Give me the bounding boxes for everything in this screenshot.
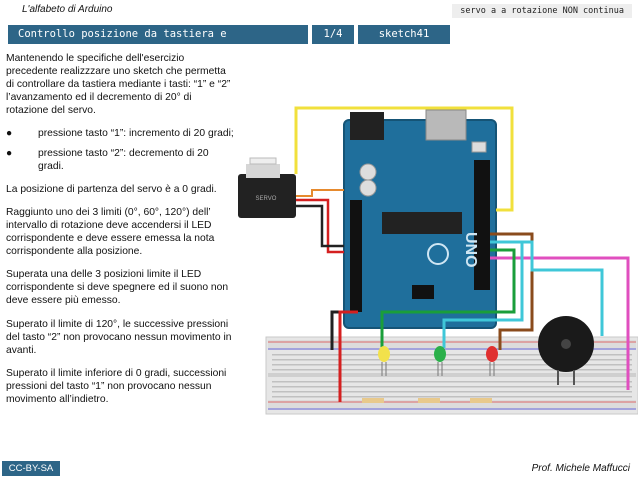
bullet-icon: ● [6, 128, 13, 140]
capacitor [359, 179, 377, 197]
bullet-item: ● pressione tasto “2”: decremento di 20 g… [6, 147, 234, 173]
wire-cyan [442, 240, 524, 348]
bullet-list: ● pressione tasto “1”: incremento di 20 g… [6, 127, 234, 172]
bullet-icon: ● [6, 147, 13, 159]
analog-header [350, 200, 362, 312]
wire-cyan-right [522, 240, 604, 336]
icsp-header [412, 285, 434, 299]
wire-5v-red [338, 310, 358, 402]
reset-button [471, 141, 487, 153]
servo-arm [249, 157, 277, 165]
intro-paragraph: Mantenendo le specifiche dell'esercizio … [6, 53, 231, 117]
servo-label: SERVO [256, 196, 277, 202]
resistor [418, 398, 440, 403]
digital-header [474, 160, 490, 290]
breadboard-holes [272, 354, 632, 398]
sketch-name: sketch41 [358, 25, 450, 44]
led-green [434, 346, 446, 362]
circuit-diagram: UNO SERVO [238, 106, 638, 415]
page-number: 1/4 [312, 25, 354, 44]
paragraph-lower-limit: Superato il limite inferiore di 0 gradi,… [6, 367, 227, 405]
wire-servo-black [296, 204, 344, 248]
power-jack [350, 112, 384, 140]
usb-connector [425, 109, 467, 141]
paragraph-leave-limit: Superata una delle 3 posizioni limite il… [6, 269, 229, 307]
license-badge: CC-BY-SA [2, 461, 60, 476]
arduino-logo [427, 243, 449, 265]
slide-title: Controllo posizione da tastiera e segnal… [8, 25, 308, 59]
led-red [486, 346, 498, 362]
bullet-item: ● pressione tasto “1”: incremento di 20 g… [6, 127, 234, 140]
servo-top [246, 164, 280, 178]
board-label: UNO [462, 232, 479, 268]
wire-yellow [294, 106, 514, 212]
wire-brown [490, 232, 534, 350]
breadboard-rail-top [268, 340, 636, 350]
book-title: L'alfabeto di Arduino [22, 4, 113, 15]
resistor [470, 398, 492, 403]
capacitor [359, 163, 377, 181]
wire-servo-orange [296, 189, 344, 197]
servo-body [238, 174, 296, 218]
bullet-text: pressione tasto “2”: decremento di 20 gr… [38, 147, 209, 172]
author-name: Prof. Michele Maffucci [531, 463, 630, 474]
resistor [362, 398, 384, 403]
breadboard-channel [268, 373, 636, 377]
wire-green [380, 248, 516, 348]
led-yellow [378, 346, 390, 362]
bullet-text: pressione tasto “1”: incremento di 20 gr… [38, 128, 234, 140]
paragraph-start-position: La posizione di partenza del servo è a 0… [6, 183, 217, 195]
exercise-text: Mantenendo le specifiche dell'esercizio … [6, 52, 234, 416]
paragraph-limits: Raggiunto uno dei 3 limiti (0°, 60°, 120… [6, 206, 215, 258]
wire-pink [490, 256, 630, 390]
series-title: servo a a rotazione NON continua [452, 4, 632, 18]
paragraph-upper-limit: Superato il limite di 120°, le successiv… [6, 318, 232, 356]
breadboard-rail-bottom [268, 400, 636, 410]
microcontroller-chip [382, 212, 462, 234]
wire-servo-red [296, 198, 344, 254]
